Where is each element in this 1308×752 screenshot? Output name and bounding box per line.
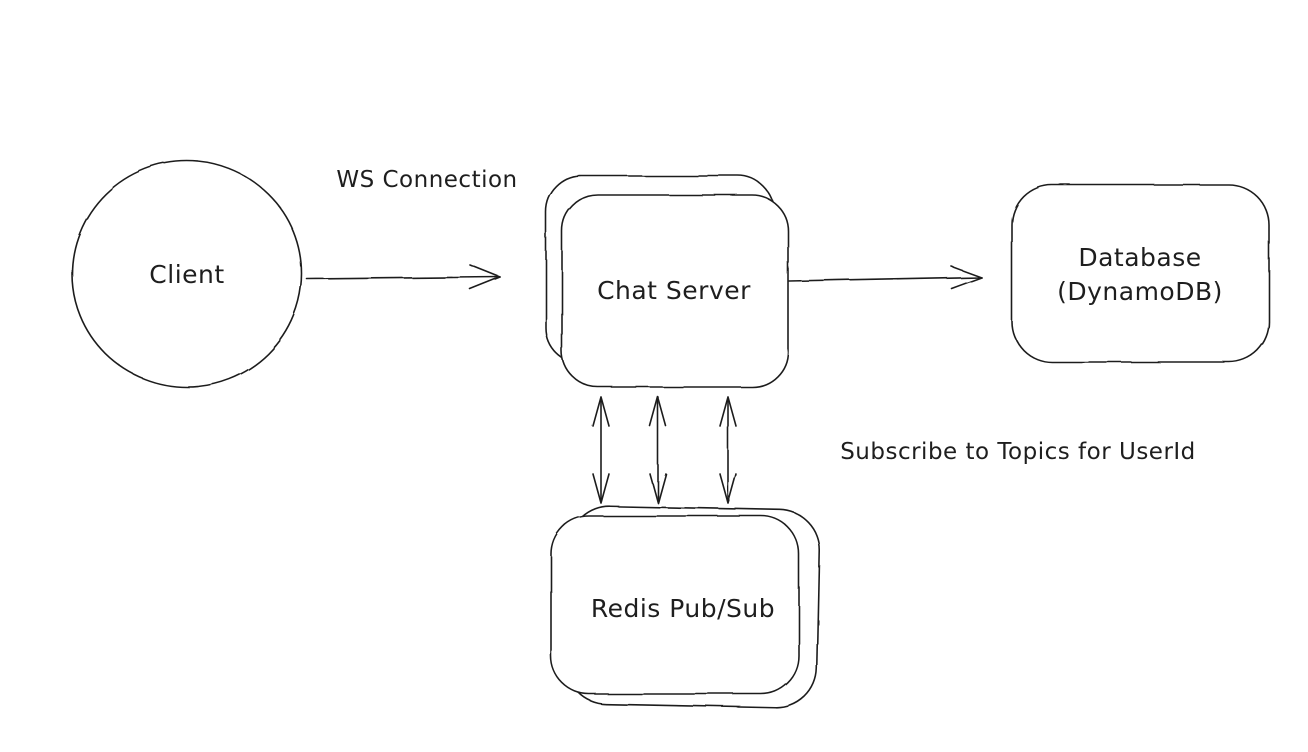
- chat-redis-arrow-1: [592, 396, 610, 504]
- ws-connection-arrow: [306, 264, 501, 290]
- client-label: Client: [149, 260, 224, 289]
- database-rect: [1011, 184, 1270, 363]
- database-label-line1: Database: [1078, 243, 1201, 272]
- chat-redis-arrow-2: [649, 396, 667, 504]
- client-node: [71, 160, 303, 388]
- chat-to-redis-arrows: [592, 396, 737, 504]
- chat-redis-arrow-3: [719, 396, 737, 504]
- redis-label: Redis Pub/Sub: [591, 594, 775, 623]
- chat-server-node: [545, 175, 789, 388]
- redis-rect: [550, 515, 800, 695]
- database-label-line2: (DynamoDB): [1057, 277, 1223, 306]
- chat-to-database-arrow: [788, 265, 982, 289]
- ws-connection-label: WS Connection: [336, 167, 517, 193]
- client-circle: [71, 160, 303, 388]
- chat-server-rect: [561, 194, 789, 388]
- redis-node: [550, 505, 821, 709]
- subscribe-topics-label: Subscribe to Topics for UserId: [840, 439, 1196, 465]
- chat-server-label: Chat Server: [597, 276, 751, 305]
- database-node: [1011, 184, 1270, 363]
